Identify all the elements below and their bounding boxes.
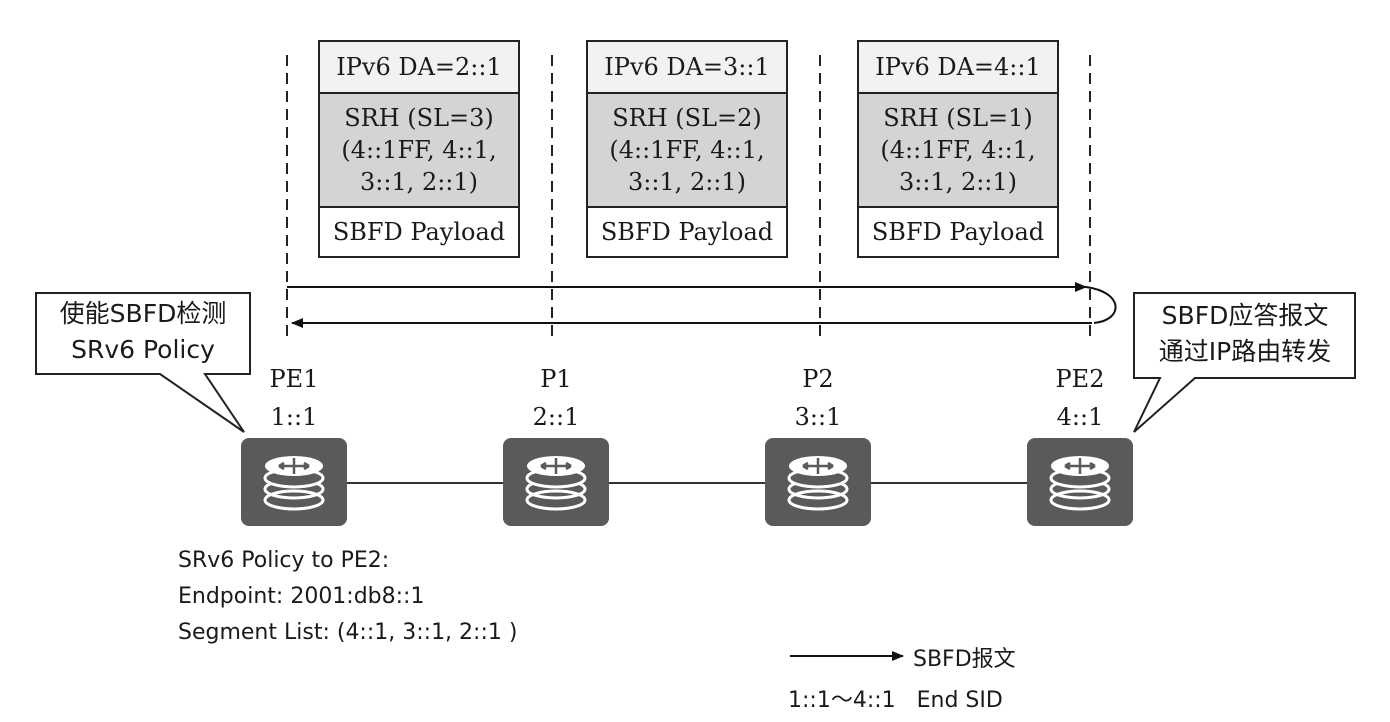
srh-field: SRH (SL=1) (4::1FF, 4::1, 3::1, 2::1) bbox=[859, 94, 1057, 208]
callout-line: SRv6 Policy bbox=[71, 335, 215, 364]
node-sid: 4::1 bbox=[1056, 403, 1104, 431]
loopback-arc bbox=[1085, 286, 1117, 324]
payload-field: SBFD Payload bbox=[600, 218, 774, 246]
node-name: PE2 bbox=[1055, 365, 1105, 393]
router-icon-p2[interactable] bbox=[765, 438, 871, 526]
callout-right-text: SBFD应答报文 通过IP路由转发 bbox=[1136, 298, 1354, 370]
policy-segment-list: Segment List: (4::1, 3::1, 2::1 ) bbox=[178, 620, 518, 645]
router-icon-p1[interactable] bbox=[503, 438, 609, 526]
policy-endpoint: Endpoint: 2001:db8::1 bbox=[178, 584, 425, 609]
node-label-p1: P1 2::1 bbox=[496, 360, 616, 436]
node-label-p2: P2 3::1 bbox=[758, 360, 878, 436]
node-label-pe1: PE1 1::1 bbox=[234, 360, 354, 436]
srh-field: SRH (SL=2) (4::1FF, 4::1, 3::1, 2::1) bbox=[588, 94, 786, 208]
legend-arrow-label: SBFD报文 bbox=[913, 647, 1016, 672]
srh-line: SRH (SL=1) bbox=[883, 104, 1033, 132]
node-sid: 1::1 bbox=[270, 403, 318, 431]
callout-line: SBFD应答报文 bbox=[1161, 301, 1329, 330]
ipv6-da-field: IPv6 DA=3::1 bbox=[588, 42, 786, 94]
srh-line: SRH (SL=3) bbox=[344, 104, 494, 132]
packet-p2-pe2: IPv6 DA=4::1 SRH (SL=1) (4::1FF, 4::1, 3… bbox=[857, 40, 1059, 258]
callout-left-text: 使能SBFD检测 SRv6 Policy bbox=[38, 296, 248, 368]
srh-line: (4::1FF, 4::1, bbox=[609, 136, 765, 164]
ipv6-da-field: IPv6 DA=4::1 bbox=[859, 42, 1057, 94]
node-name: P1 bbox=[540, 365, 572, 393]
callout-line: 使能SBFD检测 bbox=[59, 299, 227, 328]
node-label-pe2: PE2 4::1 bbox=[1020, 360, 1140, 436]
legend-sid-label: 1::1～4::1 End SID bbox=[788, 688, 1003, 713]
payload-field: SBFD Payload bbox=[871, 218, 1045, 246]
node-sid: 2::1 bbox=[532, 403, 580, 431]
srh-field: SRH (SL=3) (4::1FF, 4::1, 3::1, 2::1) bbox=[320, 94, 518, 208]
srh-line: (4::1FF, 4::1, bbox=[880, 136, 1036, 164]
node-name: P2 bbox=[802, 365, 834, 393]
srh-line: SRH (SL=2) bbox=[612, 104, 762, 132]
node-sid: 3::1 bbox=[794, 403, 842, 431]
callout-left bbox=[35, 292, 251, 433]
node-name: PE1 bbox=[269, 365, 319, 393]
router-icon-pe2[interactable] bbox=[1027, 438, 1133, 526]
callout-line: 通过IP路由转发 bbox=[1158, 337, 1332, 366]
srh-line: 3::1, 2::1) bbox=[898, 168, 1018, 196]
srh-line: 3::1, 2::1) bbox=[627, 168, 747, 196]
packet-pe1-p1: IPv6 DA=2::1 SRH (SL=3) (4::1FF, 4::1, 3… bbox=[318, 40, 520, 258]
ipv6-da-field: IPv6 DA=2::1 bbox=[320, 42, 518, 94]
callout-right bbox=[1133, 292, 1356, 433]
srh-line: (4::1FF, 4::1, bbox=[341, 136, 497, 164]
packet-p1-p2: IPv6 DA=3::1 SRH (SL=2) (4::1FF, 4::1, 3… bbox=[586, 40, 788, 258]
policy-description: SRv6 Policy to PE2: Endpoint: 2001:db8::… bbox=[178, 543, 517, 651]
payload-field: SBFD Payload bbox=[332, 218, 506, 246]
router-icon-pe1[interactable] bbox=[241, 438, 347, 526]
policy-title: SRv6 Policy to PE2: bbox=[178, 548, 390, 573]
srh-line: 3::1, 2::1) bbox=[359, 168, 479, 196]
